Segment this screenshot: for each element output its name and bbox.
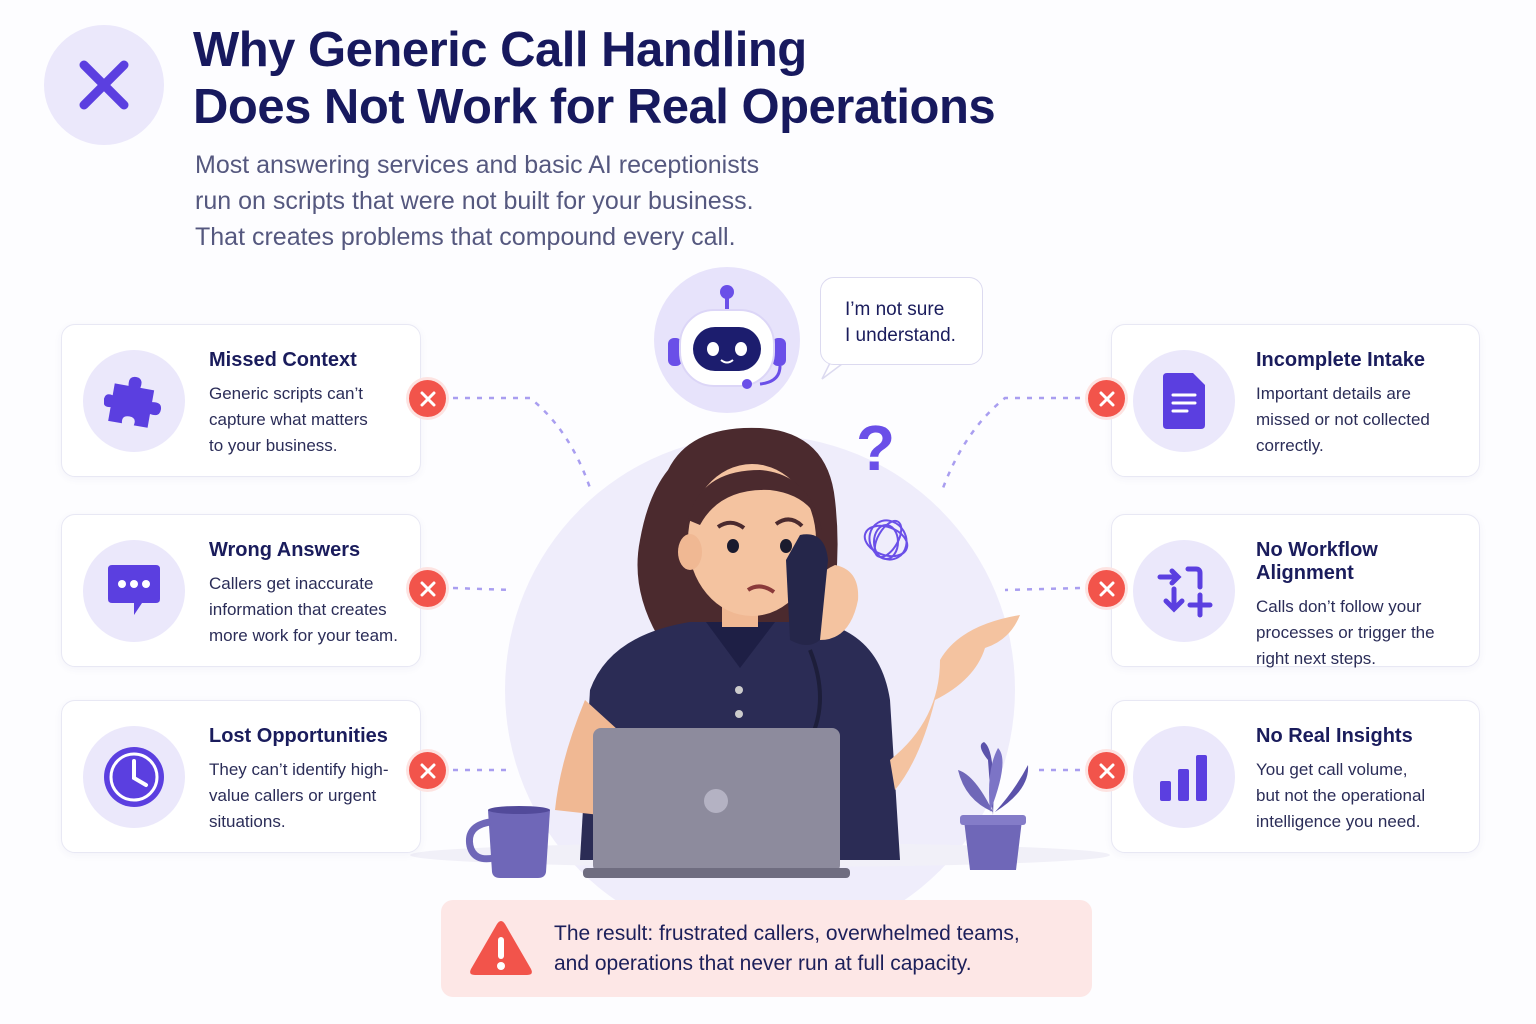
error-x-icon: [409, 752, 446, 789]
result-line-2: and operations that never run at full ca…: [554, 952, 972, 975]
title-line-2: Does Not Work for Real Operations: [193, 80, 996, 134]
laptop-icon: [583, 728, 850, 878]
card-description: Calls don’t follow your processes or tri…: [1256, 594, 1466, 672]
connectors: [452, 396, 1081, 772]
result-line-1: The result: frustrated callers, overwhel…: [554, 922, 1020, 945]
card-description: They can’t identify high- value callers …: [209, 757, 419, 835]
title-line-1: Why Generic Call Handling: [193, 23, 807, 77]
speech-bubble: I’m not sure I understand.: [820, 277, 983, 365]
card-lost-opportunities: Lost Opportunities They can’t identify h…: [61, 700, 421, 853]
card-line: Generic scripts can’t: [209, 384, 363, 403]
chat-bubble-icon: [83, 540, 185, 642]
card-line: right next steps.: [1256, 649, 1377, 668]
card-line: processes or trigger the: [1256, 623, 1435, 642]
plant-icon: [958, 742, 1029, 870]
card-line: but not the operational: [1256, 786, 1426, 805]
card-title: No Workflow Alignment: [1256, 539, 1378, 584]
error-x-icon: [1088, 570, 1125, 607]
card-line: They can’t identify high-: [209, 760, 389, 779]
mug-icon: [465, 806, 550, 878]
warning-icon: [468, 919, 534, 982]
card-line: more work for your team.: [209, 626, 398, 645]
confusion-scribble-icon: [863, 519, 909, 561]
card-line: capture what matters: [209, 410, 368, 429]
card-wrong-answers: Wrong Answers Callers get inaccurate inf…: [61, 514, 421, 667]
card-no-real-insights: No Real Insights You get call volume, bu…: [1111, 700, 1480, 853]
card-line: missed or not collected: [1256, 410, 1430, 429]
error-x-icon: [1088, 380, 1125, 417]
clock-icon: [83, 726, 185, 828]
error-x-icon: [409, 570, 446, 607]
card-line: Calls don’t follow your: [1256, 597, 1422, 616]
header-x-icon: [44, 25, 164, 145]
card-title: Wrong Answers: [209, 539, 361, 561]
error-x-icon: [1088, 752, 1125, 789]
error-x-icon: [409, 380, 446, 417]
card-description: You get call volume, but not the operati…: [1256, 757, 1466, 835]
card-title: Incomplete Intake: [1256, 349, 1425, 371]
card-title: No Real Insights: [1256, 725, 1413, 747]
card-line: intelligence you need.: [1256, 812, 1421, 831]
card-description: Important details are missed or not coll…: [1256, 381, 1466, 459]
card-title: Missed Context: [209, 349, 357, 371]
bubble-line-2: I understand.: [845, 325, 956, 346]
workflow-icon: [1133, 540, 1235, 642]
card-line: Callers get inaccurate: [209, 574, 374, 593]
card-line: situations.: [209, 812, 286, 831]
card-description: Callers get inaccurate information that …: [209, 571, 419, 649]
card-line: correctly.: [1256, 436, 1324, 455]
card-line: value callers or urgent: [209, 786, 377, 805]
bubble-line-1: I’m not sure: [845, 299, 945, 320]
robot-icon: [654, 267, 800, 413]
card-line: to your business.: [209, 436, 338, 455]
result-text: The result: frustrated callers, overwhel…: [554, 919, 1020, 979]
bar-chart-icon: [1133, 726, 1235, 828]
subtitle-line-2: run on scripts that were not built for y…: [195, 187, 754, 215]
card-line: information that creates: [209, 600, 387, 619]
page-subtitle: Most answering services and basic AI rec…: [195, 147, 759, 255]
card-line: You get call volume,: [1256, 760, 1408, 779]
puzzle-icon: [83, 350, 185, 452]
subtitle-line-3: That creates problems that compound ever…: [195, 223, 736, 251]
result-banner: The result: frustrated callers, overwhel…: [441, 900, 1092, 997]
card-line: Important details are: [1256, 384, 1411, 403]
subtitle-line-1: Most answering services and basic AI rec…: [195, 151, 760, 179]
card-missed-context: Missed Context Generic scripts can’t cap…: [61, 324, 421, 477]
card-description: Generic scripts can’t capture what matte…: [209, 381, 419, 459]
document-icon: [1133, 350, 1235, 452]
question-mark-icon: ?: [856, 412, 895, 484]
card-incomplete-intake: Incomplete Intake Important details are …: [1111, 324, 1480, 477]
page-title: Why Generic Call Handling Does Not Work …: [193, 22, 996, 136]
card-no-workflow-alignment: No Workflow Alignment Calls don’t follow…: [1111, 514, 1480, 668]
card-title: Lost Opportunities: [209, 725, 388, 747]
